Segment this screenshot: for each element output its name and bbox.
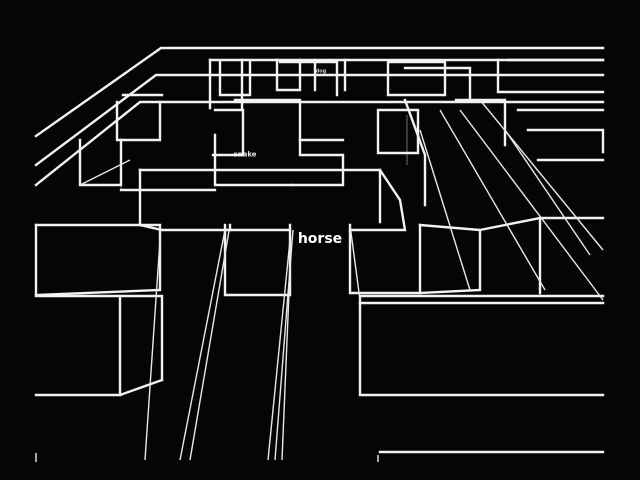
near-animal-label: horse bbox=[297, 231, 343, 247]
middle-blocks bbox=[78, 93, 605, 227]
far-animal-label: dog bbox=[315, 68, 327, 75]
foreground-blocks bbox=[34, 294, 605, 462]
far-wall-lines bbox=[34, 46, 605, 187]
near-blocks bbox=[34, 216, 605, 297]
central-platform bbox=[138, 168, 407, 232]
middle-animal-label: snake bbox=[233, 150, 257, 159]
perspective-lines bbox=[79, 99, 604, 461]
chromatic-fringe bbox=[120, 115, 408, 190]
far-blocks bbox=[208, 58, 605, 110]
